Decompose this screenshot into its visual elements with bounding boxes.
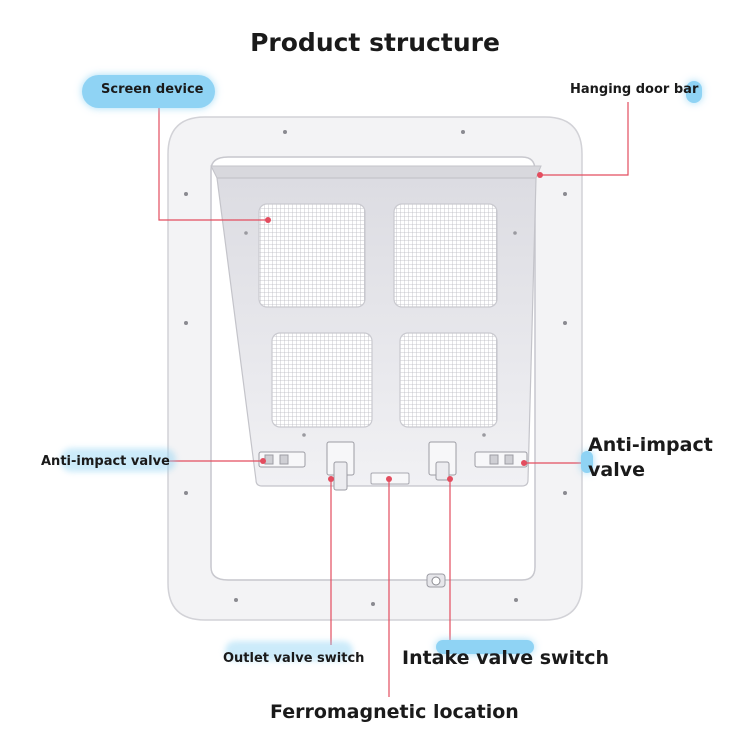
dot-anti-impact-left: [260, 458, 266, 464]
valve-switches: [326, 441, 457, 491]
callout-pill-screen-device: [82, 75, 215, 108]
anti-impact-valves: [258, 451, 528, 468]
callout-pill-intake-valve: [436, 640, 534, 654]
bottom-latch: [426, 573, 446, 588]
label-ferromagnetic-location: Ferromagnetic location: [270, 701, 519, 723]
hanging-bar: [210, 165, 542, 179]
label-intake-valve-switch: Intake valve switch: [402, 647, 609, 669]
dot-outlet-valve: [328, 476, 334, 482]
page-title: Product structure: [250, 28, 500, 57]
callout-pill-anti-impact-right: [581, 451, 593, 473]
glow-outlet-valve: [225, 641, 353, 661]
dot-screen-device: [265, 217, 271, 223]
label-hanging-door-bar: Hanging door bar: [570, 82, 699, 97]
dot-ferromagnetic: [386, 476, 392, 482]
dot-anti-impact-right: [521, 460, 527, 466]
screen-windows: [258, 203, 498, 428]
glow-anti-impact-left: [60, 448, 176, 472]
frame-screw-holes: [184, 130, 567, 606]
label-screen-device: Screen device: [101, 82, 204, 97]
callout-pill-hanging-door-bar: [686, 81, 702, 103]
label-anti-impact-valve-right: Anti-impact valve: [588, 434, 713, 481]
label-outlet-valve-switch: Outlet valve switch: [223, 651, 365, 666]
dot-hanging-door-bar: [537, 172, 543, 178]
leader-lines: [158, 102, 629, 697]
dot-intake-valve: [447, 476, 453, 482]
label-anti-impact-valve-left: Anti-impact valve: [41, 454, 170, 469]
